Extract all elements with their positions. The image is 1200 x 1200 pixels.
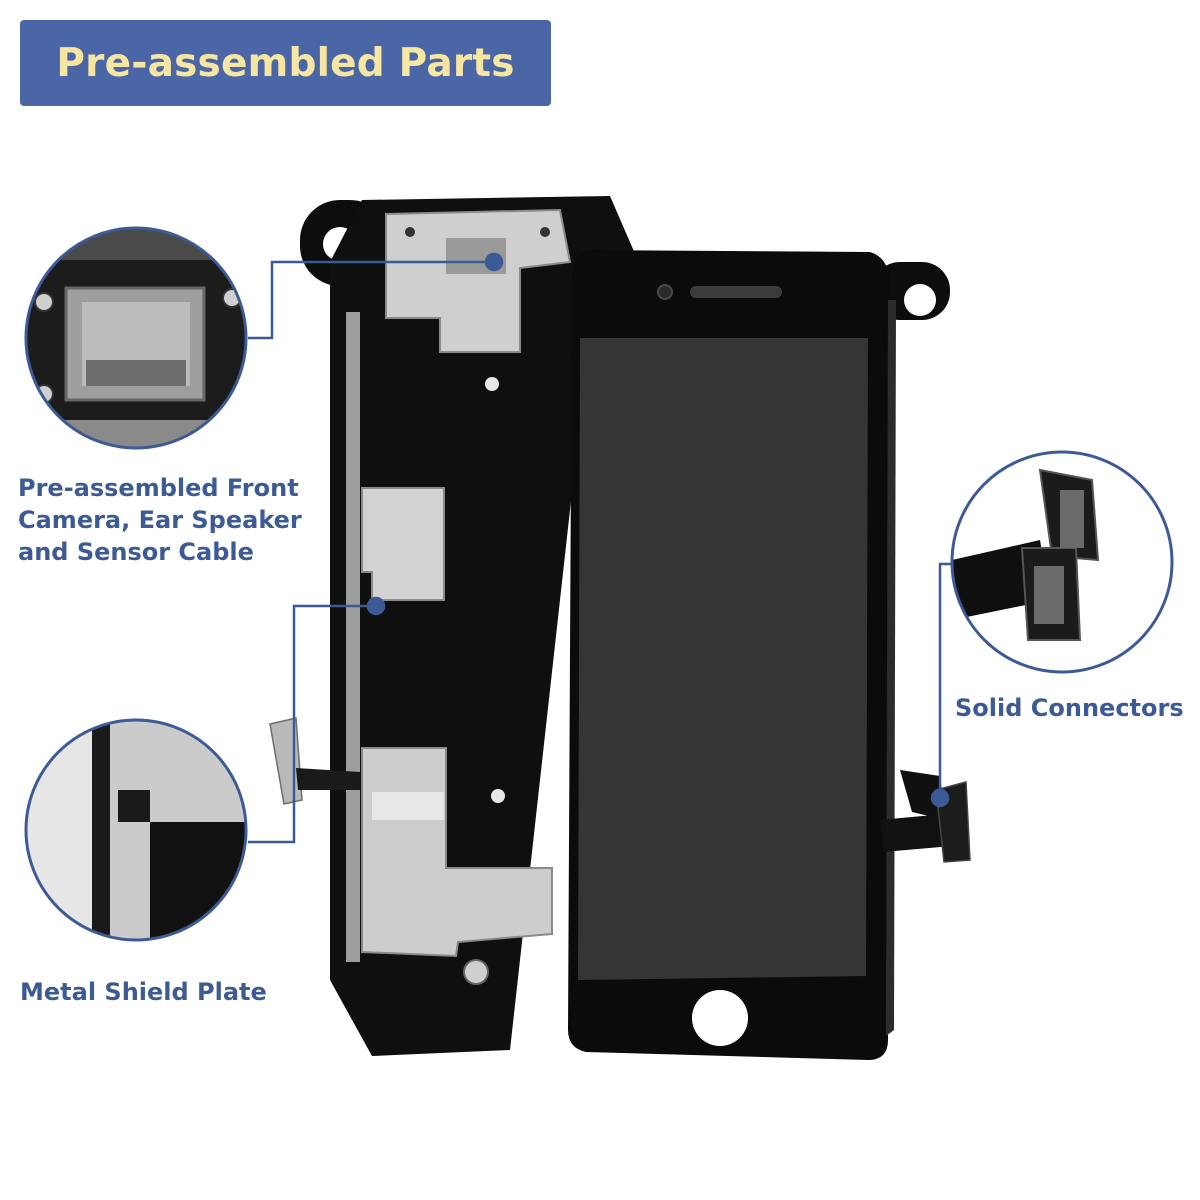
label-line: Camera, Ear Speaker bbox=[18, 506, 302, 534]
front-camera-lens bbox=[657, 284, 673, 300]
leader-lines bbox=[248, 252, 952, 844]
label-line: and Sensor Cable bbox=[18, 538, 254, 566]
label-line: Metal Shield Plate bbox=[20, 978, 267, 1006]
zoom-circle-ear-speaker bbox=[24, 226, 248, 450]
zoom-circle-metal-shield bbox=[24, 718, 248, 942]
title-banner: Pre-assembled Parts bbox=[20, 20, 551, 106]
zoom-circle-connectors bbox=[950, 450, 1174, 674]
ear-speaker-grill bbox=[690, 286, 782, 298]
label-solid-connectors: Solid Connectors bbox=[955, 692, 1184, 724]
label-metal-shield-plate: Metal Shield Plate bbox=[20, 976, 267, 1008]
label-front-camera-ear-speaker: Pre-assembled Front Camera, Ear Speaker … bbox=[18, 472, 302, 568]
rear-panel bbox=[269, 196, 636, 1056]
home-button-hole bbox=[692, 990, 748, 1046]
front-phone bbox=[568, 250, 971, 1060]
banner-title: Pre-assembled Parts bbox=[56, 40, 515, 86]
screen-area bbox=[578, 338, 868, 980]
label-line: Solid Connectors bbox=[955, 694, 1184, 722]
label-line: Pre-assembled Front bbox=[18, 474, 299, 502]
